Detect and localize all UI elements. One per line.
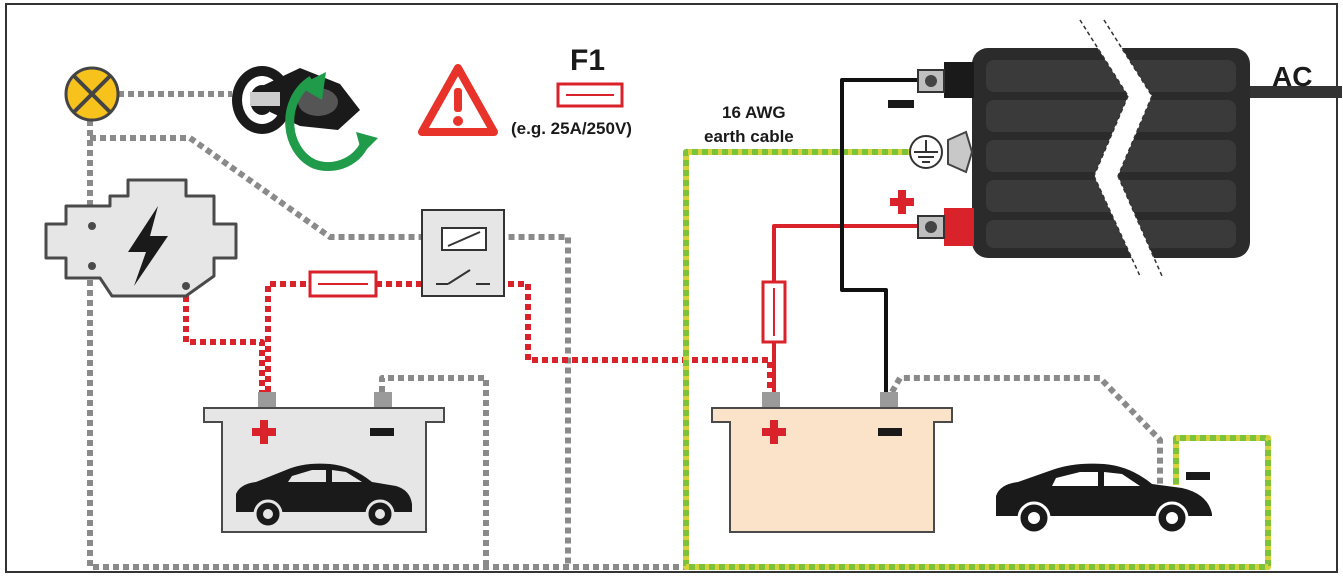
positive-icon — [252, 420, 276, 444]
car-icon — [236, 463, 412, 529]
auxiliary-battery — [711, 392, 953, 533]
ground-symbol-icon — [909, 135, 943, 169]
fuse-legend: F1 (e.g. 25A/250V) — [511, 44, 632, 138]
negative-icon — [878, 428, 902, 436]
rotation-arrow-icon — [285, 76, 371, 171]
car-icon — [996, 463, 1212, 535]
positive-terminal — [944, 208, 974, 246]
ac-label: AC — [1272, 61, 1312, 92]
ground-wires — [87, 91, 1262, 570]
negative-cable — [840, 78, 920, 392]
relay-icon — [421, 209, 505, 297]
inverter-negative-icon — [888, 100, 914, 108]
left-negative-wire — [379, 375, 489, 567]
cable-label-line1: 16 AWG — [722, 103, 786, 122]
engine-to-battery-wire — [183, 286, 265, 392]
earth-wire — [683, 149, 1271, 570]
right-negative-wire — [889, 375, 1163, 485]
positive-dotted-wires — [183, 281, 773, 392]
ignition-key-icon — [232, 66, 378, 171]
key-to-relay-wire — [90, 135, 571, 567]
chassis-negative-icon — [1186, 472, 1210, 480]
cable-label-line2: earth cable — [704, 127, 794, 146]
inverter — [917, 19, 1342, 277]
fuse-name-label: F1 — [570, 44, 605, 77]
lightning-icon — [128, 206, 168, 286]
fuse-icon — [556, 82, 624, 108]
relay-to-right-battery-wire — [478, 281, 773, 392]
battery-to-relay-wire — [265, 281, 310, 392]
fuse-rating-label: (e.g. 25A/250V) — [511, 119, 632, 138]
indicator-lamp-icon — [64, 66, 120, 122]
vehicle-battery — [203, 392, 445, 533]
warning-triangle-icon — [418, 64, 498, 136]
inverter-positive-icon — [890, 190, 914, 214]
positive-icon — [762, 420, 786, 444]
engine-icon — [44, 178, 238, 298]
negative-icon — [370, 428, 394, 436]
